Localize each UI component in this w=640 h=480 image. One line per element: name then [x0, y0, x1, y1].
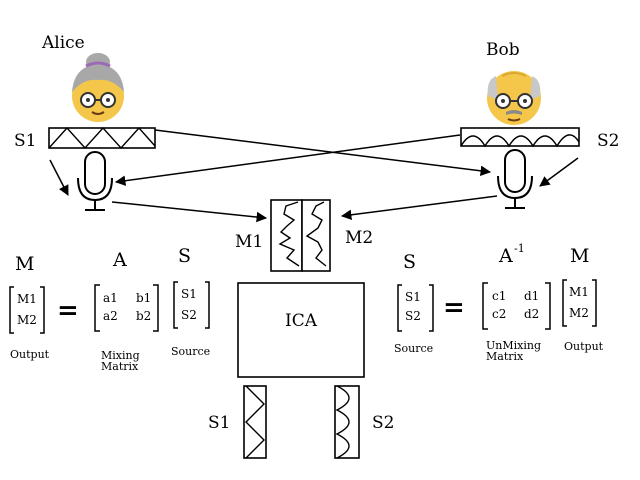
source-label-s2-top: S2 — [597, 131, 619, 151]
unmixing-equation: S S1 S2 Source = A -1 c1 d1 c2 d2 UnMixi… — [394, 242, 604, 363]
mixing-equation: M M1 M2 Output = A a1 b1 a2 b2 Mixing Ma… — [9, 245, 210, 373]
bob-avatar — [487, 71, 541, 125]
mixed-signals-box — [270, 199, 331, 272]
mixture-label-m1: M1 — [235, 232, 263, 252]
source-entry-s1-left: S1 — [181, 287, 197, 301]
ica-label: ICA — [285, 311, 318, 331]
signal-arrows — [49, 129, 579, 223]
source-entry-s2-right: S2 — [405, 309, 421, 323]
unmixing-caption-line1: UnMixing — [486, 339, 541, 352]
output-entry-m2: M2 — [17, 313, 37, 327]
source-letter-s-right: S — [403, 251, 416, 273]
ica-box — [237, 282, 365, 378]
separated-s2-bar — [334, 385, 360, 459]
mixture-label-m2: M2 — [345, 228, 373, 248]
source-caption-right: Source — [394, 342, 433, 355]
alice-name: Alice — [41, 33, 85, 53]
source-entry-s1-right: S1 — [405, 290, 421, 304]
output-entry-m1: M1 — [17, 292, 37, 306]
unmixing-entry-d1: d1 — [524, 289, 539, 303]
unmixing-entry-c1: c1 — [492, 289, 506, 303]
mixing-entry-a1: a1 — [103, 291, 118, 305]
mixing-entry-b1: b1 — [136, 291, 151, 305]
bob-signal-bar — [460, 127, 580, 148]
mixing-caption-line1: Mixing — [101, 349, 140, 362]
equals-sign-right: = — [443, 293, 465, 323]
output-letter-m: M — [15, 253, 34, 275]
unmixing-caption-line2: Matrix — [486, 350, 524, 363]
source-caption-left: Source — [171, 345, 210, 358]
source-entry-s2-left: S2 — [181, 308, 197, 322]
output-entry-m1-right: M1 — [569, 285, 589, 299]
output-letter-m-right: M — [570, 245, 589, 267]
microphone-left-icon — [77, 151, 113, 211]
mixing-entry-b2: b2 — [136, 309, 151, 323]
bob-name: Bob — [486, 40, 520, 60]
output-caption: Output — [10, 348, 50, 361]
source-letter-s-left: S — [178, 245, 191, 267]
microphone-right-icon — [497, 149, 533, 209]
unmixing-exponent: -1 — [514, 242, 525, 255]
alice-signal-bar — [48, 126, 156, 150]
separated-label-s1: S1 — [208, 413, 230, 433]
mixing-caption-line2: Matrix — [101, 360, 139, 373]
source-label-s1-top: S1 — [14, 131, 36, 151]
unmixing-entry-c2: c2 — [492, 307, 506, 321]
mixing-entry-a2: a2 — [103, 309, 118, 323]
unmixing-letter-a: A — [498, 245, 513, 267]
equals-sign-left: = — [57, 296, 79, 326]
separated-label-s2: S2 — [372, 413, 394, 433]
output-caption-right: Output — [564, 340, 604, 353]
separated-s1-bar — [243, 385, 267, 459]
mixing-letter-a: A — [112, 249, 127, 271]
alice-avatar — [72, 53, 124, 122]
unmixing-entry-d2: d2 — [524, 307, 539, 321]
output-entry-m2-right: M2 — [569, 306, 589, 320]
